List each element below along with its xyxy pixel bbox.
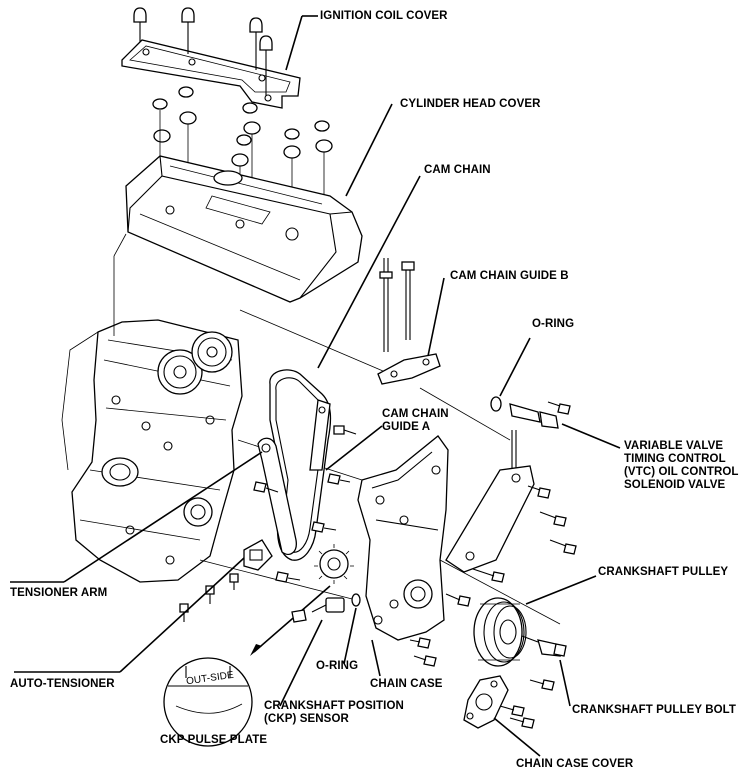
engine-block-part xyxy=(61,319,243,583)
cam-chain-leader xyxy=(317,175,421,369)
chain-case-cover-leader xyxy=(493,717,541,757)
chain-case-part xyxy=(357,435,449,641)
chain-case-bolts xyxy=(409,567,555,729)
chain-area-bolts xyxy=(179,425,357,622)
label-o-ring-bottom: O-RING xyxy=(316,660,359,672)
vtc-leader xyxy=(561,423,621,449)
label-cam-chain-guide-a-2: GUIDE A xyxy=(382,421,431,433)
label-vtc-1: VARIABLE VALVE xyxy=(624,440,724,452)
auto-tensioner-part xyxy=(243,539,273,571)
label-crankshaft-pulley-bolt: CRANKSHAFT PULLEY BOLT xyxy=(572,704,737,716)
label-vtc-2: TIMING CONTROL xyxy=(624,453,726,465)
label-ckp-sensor-1: CRANKSHAFT POSITION xyxy=(264,700,404,712)
label-vtc-3: (VTC) OIL CONTROL xyxy=(624,466,739,478)
coil-cover-cap-nuts xyxy=(133,7,273,96)
crankshaft-pulley-bolt-leader xyxy=(559,659,571,707)
ignition-coil-cover-leader xyxy=(285,15,303,71)
crankshaft-pulley-leader xyxy=(525,575,597,605)
cam-chain-guide-a-leader xyxy=(325,425,383,471)
label-chain-case: CHAIN CASE xyxy=(370,678,443,690)
label-cam-chain-guide-b: CAM CHAIN GUIDE B xyxy=(450,270,569,282)
o-ring-bottom-part xyxy=(351,593,361,607)
ckp-pulse-plate-arrow xyxy=(253,585,331,653)
ckp-pulse-plate-part xyxy=(314,544,354,584)
cam-chain-guide-b-leader xyxy=(427,277,445,357)
label-cylinder-head-cover: CYLINDER HEAD COVER xyxy=(400,98,541,110)
crankshaft-pulley-bolt-part xyxy=(521,635,567,657)
label-cam-chain: CAM CHAIN xyxy=(424,164,491,176)
ignition-coil-cover-part xyxy=(121,39,301,109)
o-ring-bottom-leader xyxy=(343,607,357,665)
ckp-detail-circle xyxy=(163,657,253,747)
label-ignition-coil-cover: IGNITION COIL COVER xyxy=(320,10,448,22)
ckp-arrowhead xyxy=(250,644,262,656)
ckp-sensor-leader xyxy=(279,619,323,707)
cylinder-head-cover-part xyxy=(125,155,363,303)
pulley-bracket-part xyxy=(445,430,577,573)
label-crankshaft-pulley: CRANKSHAFT PULLEY xyxy=(598,566,729,578)
label-ckp-sensor-2: (CKP) SENSOR xyxy=(264,713,349,725)
chain-case-cover-part xyxy=(463,675,509,729)
label-chain-case-cover: CHAIN CASE COVER xyxy=(516,758,634,770)
label-vtc-4: SOLENOID VALVE xyxy=(624,479,726,491)
tensioner-arm-leader xyxy=(63,451,263,583)
label-cam-chain-guide-a-1: CAM CHAIN xyxy=(382,408,449,420)
auto-tensioner-leader xyxy=(119,557,245,673)
cam-chain-guide-b-part xyxy=(377,258,441,385)
tensioner-arm-part xyxy=(257,437,297,555)
o-ring-top-leader xyxy=(499,337,531,397)
cylinder-head-cover-leader xyxy=(345,103,393,197)
cam-chain-guide-a-part xyxy=(309,399,331,471)
head-cover-washers xyxy=(152,86,333,210)
label-o-ring-top: O-RING xyxy=(532,318,575,330)
crankshaft-pulley-part xyxy=(473,597,527,667)
chain-case-leader xyxy=(371,639,381,677)
label-auto-tensioner: AUTO-TENSIONER xyxy=(10,678,115,690)
vtc-solenoid-part xyxy=(490,396,571,429)
ckp-sensor-part xyxy=(291,597,345,623)
label-tensioner-arm: TENSIONER ARM xyxy=(10,587,108,599)
label-ckp-pulse-plate: CKP PULSE PLATE xyxy=(160,734,268,746)
